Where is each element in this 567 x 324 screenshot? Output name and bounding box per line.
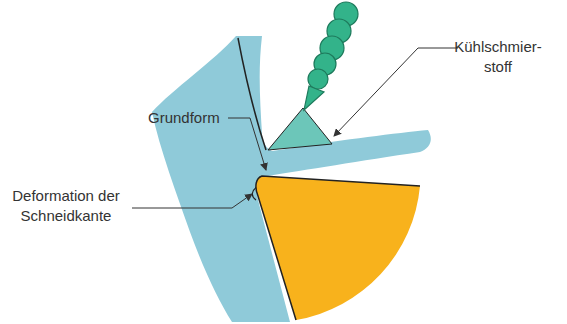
coolant-stream [268, 108, 332, 150]
callout-label: Grundform [148, 108, 228, 128]
shear-line [238, 38, 266, 150]
leader-line [228, 118, 266, 170]
leader-line [334, 48, 458, 136]
callout-label: Kühlschmier- stoff [448, 37, 548, 77]
tool-outline [256, 176, 420, 320]
leader-line [132, 194, 252, 208]
coolant-nozzle [304, 2, 358, 110]
cutting-tool [256, 176, 420, 320]
callout-label: Deformation der Schneidkante [2, 186, 130, 226]
